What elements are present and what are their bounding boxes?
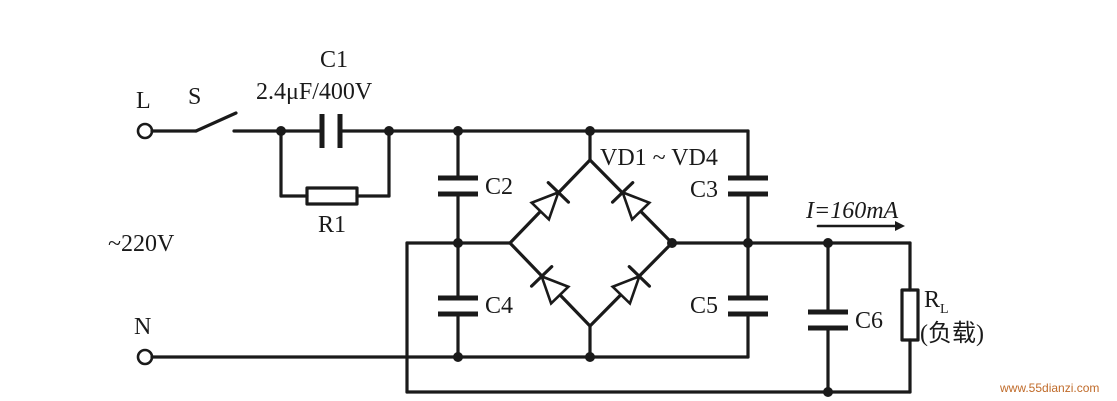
label-switch: S — [188, 84, 201, 110]
rl-resistor — [900, 288, 920, 342]
junction-dot — [453, 352, 463, 362]
label-c2: C2 — [485, 174, 513, 200]
label-c6: C6 — [855, 308, 883, 334]
label-current: I=160mA — [805, 198, 899, 224]
junction-dot — [384, 126, 394, 136]
watermark: www.55dianzi.com — [999, 381, 1099, 395]
terminal-l — [136, 122, 154, 140]
diode-vd3 — [529, 265, 571, 306]
junction-dot — [823, 387, 833, 397]
terminal-n — [136, 348, 154, 366]
r1-resistor — [305, 186, 359, 206]
junction-dot — [585, 126, 595, 136]
label-r1: R1 — [318, 212, 346, 238]
label-c3: C3 — [690, 177, 718, 203]
label-rl-main: R — [924, 287, 940, 313]
label-load-desc: (负载) — [920, 320, 984, 347]
label-bridge: VD1 ~ VD4 — [600, 145, 718, 171]
label-rl: RL — [924, 287, 949, 317]
junction-dot — [453, 126, 463, 136]
junction-dot — [743, 238, 753, 248]
label-l: L — [136, 88, 151, 114]
bridge-diamond — [508, 158, 674, 328]
label-c1-value: 2.4μF/400V — [256, 79, 373, 105]
junction-dot — [667, 238, 677, 248]
diode-vd2 — [610, 181, 652, 222]
switch-blade — [194, 111, 238, 133]
label-rl-sub: L — [940, 302, 949, 317]
junction-dot — [823, 238, 833, 248]
label-n: N — [134, 314, 151, 340]
label-c5: C5 — [690, 293, 718, 319]
current-arrow-head — [895, 221, 905, 231]
label-c4: C4 — [485, 293, 513, 319]
diode-vd4 — [610, 265, 652, 306]
junction-dot — [585, 352, 595, 362]
label-supply: ~220V — [108, 231, 175, 257]
junction-dot — [453, 238, 463, 248]
junction-dot — [276, 126, 286, 136]
diode-vd1 — [529, 181, 571, 222]
label-c1-name: C1 — [320, 47, 348, 73]
